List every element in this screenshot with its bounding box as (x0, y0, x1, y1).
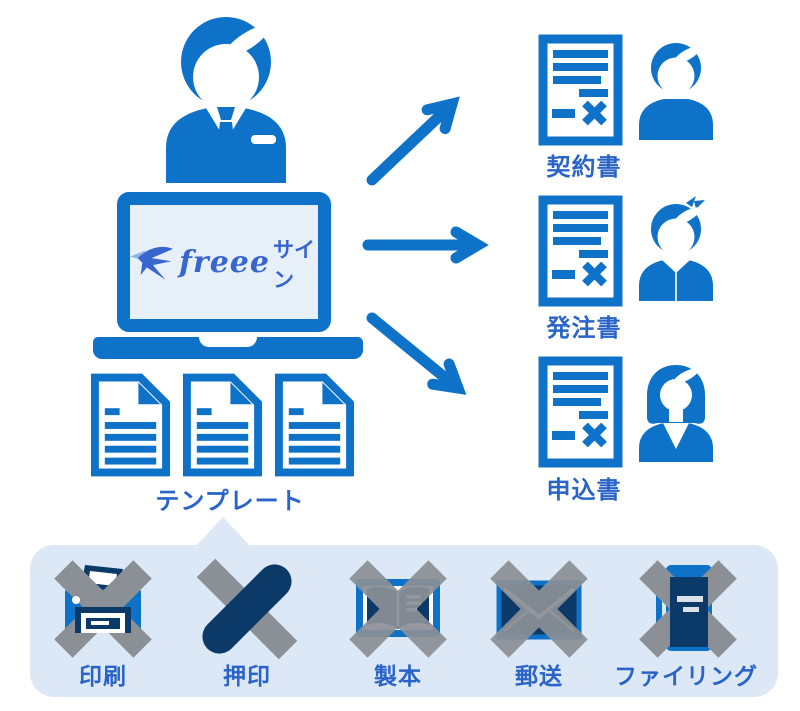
task-printing: 印刷 (28, 560, 178, 691)
freee-sign-logo: freee サイン (130, 230, 318, 294)
businessman-icon (166, 17, 286, 183)
signed-document-icon (538, 356, 623, 468)
swallow-icon (130, 246, 173, 280)
man-icon (639, 43, 713, 140)
task-filing: ファイリング (601, 560, 771, 691)
arrows (362, 96, 489, 395)
young-man-icon (639, 196, 713, 301)
laptop-notch (199, 337, 257, 347)
panel-pointer (196, 517, 250, 546)
document-icon (182, 373, 263, 477)
arrow-right-icon (362, 226, 489, 264)
document-icon (90, 373, 171, 477)
laptop-base (93, 337, 363, 359)
laptop-icon: freee サイン (117, 192, 331, 332)
task-label: 製本 (374, 663, 422, 689)
eliminated-tasks-panel: 印刷 押印 製 (28, 517, 778, 697)
printer-icon (54, 560, 152, 658)
woman-icon (639, 365, 713, 462)
x-cross-icon (349, 560, 447, 658)
x-cross-icon (490, 560, 588, 658)
task-label: ファイリング (614, 663, 758, 689)
templates-label: テンプレート (155, 488, 305, 515)
book-icon (349, 560, 447, 658)
template-documents (88, 370, 357, 480)
task-stamping: 押印 (172, 558, 322, 691)
signed-document-icon (538, 195, 623, 307)
logo-suffix-text: サイン (272, 239, 315, 292)
task-mailing: 郵送 (464, 560, 614, 691)
task-label: 郵送 (515, 663, 563, 689)
binder-icon (639, 560, 737, 658)
recipient-doc-label: 契約書 (546, 154, 622, 181)
task-label: 押印 (223, 663, 271, 689)
envelope-icon (490, 560, 588, 658)
task-binding: 製本 (323, 560, 473, 691)
recipient-doc-label: 発注書 (546, 315, 622, 342)
stamp-icon (196, 558, 298, 660)
arrow-right-icon (366, 96, 460, 186)
arrow-right-icon (366, 312, 467, 395)
task-label: 印刷 (79, 663, 127, 689)
signed-document-icon (538, 34, 623, 146)
document-icon (274, 373, 355, 477)
logo-brand-text: freee (179, 244, 270, 280)
recipient-doc-label: 申込書 (546, 477, 622, 504)
